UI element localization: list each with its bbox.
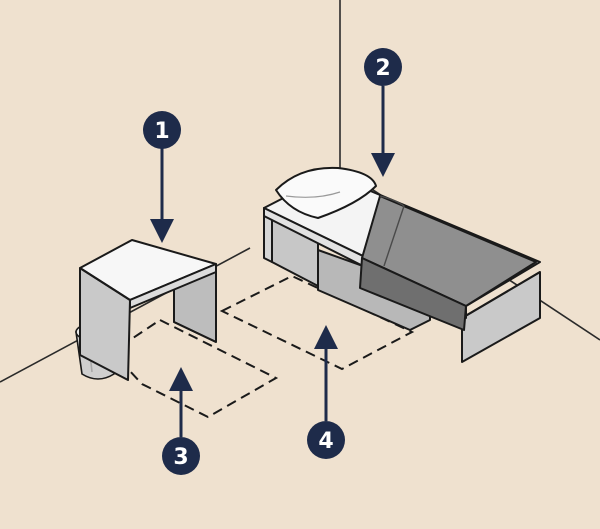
callout-1: 1 <box>143 111 181 243</box>
callout-3-number: 3 <box>173 445 188 470</box>
callout-3: 3 <box>162 367 200 475</box>
callout-2-badge <box>364 48 402 86</box>
callout-4-badge <box>307 421 345 459</box>
callout-1-number: 1 <box>154 119 169 144</box>
callout-4-number: 4 <box>318 429 333 454</box>
callout-2-number: 2 <box>375 56 390 81</box>
bed <box>263 166 541 363</box>
desk <box>79 239 217 381</box>
callout-4: 4 <box>307 325 345 459</box>
callout-1-badge <box>143 111 181 149</box>
callout-3-badge <box>162 437 200 475</box>
floor-area-desk <box>110 318 279 419</box>
callout-2: 2 <box>364 48 402 177</box>
floor-area-bed <box>219 274 415 371</box>
